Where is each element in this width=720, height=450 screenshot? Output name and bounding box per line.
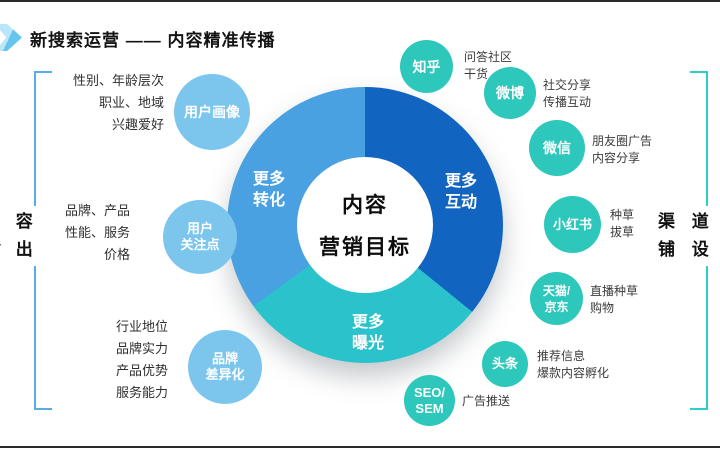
tmall-jd-description: 直播种草 购物 [590, 283, 638, 317]
bottom-border-line [0, 446, 720, 448]
description-line: 拔草 [610, 225, 635, 239]
donut-segment-more-conversion: 更多 转化 [253, 169, 285, 211]
description-line: 社交分享 [543, 78, 592, 92]
attribute-line: 价格 [103, 247, 130, 262]
circle-label: 微信 [543, 140, 571, 156]
right-bracket-top [690, 71, 708, 73]
circle-label: 头条 [491, 356, 518, 371]
circle-label: 用户画像 [184, 104, 240, 120]
right-bracket-label-line2: 铺 设 [658, 240, 715, 259]
description-line: 种草 [610, 208, 635, 222]
attribute-line: 产品优势 [115, 363, 168, 378]
description-line: 推荐信息 [537, 349, 586, 363]
attribute-line: 性别、年龄层次 [72, 73, 164, 88]
segment-label-line: 互动 [444, 194, 478, 211]
right-bracket-vertical-upper [706, 71, 708, 206]
circle-brand-differentiation: 品牌 差异化 [188, 330, 262, 404]
donut-segment-more-interaction: 更多 互动 [445, 171, 477, 213]
description-line: 内容分享 [592, 151, 641, 165]
donut-center-title-line2: 营销目标 [319, 236, 411, 259]
segment-label-line: 曝光 [351, 335, 385, 352]
description-line: 直播种草 [590, 284, 639, 298]
left-bracket-top [34, 71, 52, 73]
right-bracket-bottom [690, 408, 708, 410]
donut-center-title-line1: 内容 [342, 194, 388, 217]
user-concern-attributes: 品牌、产品 性能、服务 价格 [65, 200, 130, 266]
circle-user-concerns: 用户 关注点 [163, 200, 237, 274]
circle-seo-sem: SEO/ SEM [404, 375, 455, 426]
circle-label: 用户 [186, 221, 213, 236]
circle-weibo: 微博 [484, 67, 536, 119]
left-bracket-vertical-upper [34, 71, 36, 206]
left-bracket-label: 内 容 输 出 [0, 208, 38, 264]
segment-label-line: 更多 [444, 173, 478, 190]
attribute-line: 服务能力 [115, 385, 168, 400]
circle-label: 知乎 [412, 58, 441, 75]
circle-user-profile: 用户画像 [174, 74, 250, 150]
description-line: 朋友圈广告 [592, 134, 653, 148]
left-bracket-label-line2: 输 出 [0, 240, 38, 259]
left-bracket-vertical-lower [34, 266, 36, 410]
attribute-line: 品牌、产品 [64, 203, 130, 218]
wechat-description: 朋友圈广告 内容分享 [592, 133, 652, 167]
toutiao-description: 推荐信息 爆款内容孵化 [537, 348, 609, 382]
segment-label-line: 更多 [252, 171, 286, 188]
right-bracket-label-line1: 渠 道 [658, 212, 715, 231]
circle-label: 差异化 [205, 367, 245, 382]
user-profile-attributes: 性别、年龄层次 职业、地域 兴趣爱好 [73, 70, 164, 136]
circle-xiaohongshu: 小红书 [544, 196, 601, 253]
description-line: 传播互动 [543, 95, 592, 109]
circle-label: SEM [415, 400, 444, 416]
description-line: 广告推送 [462, 394, 511, 408]
circle-tmall-jd: 天猫/ 京东 [530, 272, 583, 325]
left-bracket-bottom [34, 408, 52, 410]
circle-label: 关注点 [180, 237, 220, 252]
attribute-line: 行业地位 [115, 319, 168, 334]
segment-label-line: 更多 [351, 314, 385, 331]
circle-toutiao: 头条 [482, 341, 528, 387]
left-bracket-label-line1: 内 容 [0, 212, 38, 231]
attribute-line: 兴趣爱好 [111, 117, 164, 132]
circle-label: 小红书 [552, 216, 592, 232]
circle-label: 天猫/ [542, 283, 571, 298]
circle-wechat: 微信 [529, 120, 585, 176]
brand-differentiation-attributes: 行业地位 品牌实力 产品优势 服务能力 [116, 316, 168, 404]
description-line: 问答社区 [464, 50, 513, 64]
donut-chart: 更多 转化 更多 互动 更多 曝光 内容 营销目标 [227, 87, 503, 363]
zhihu-description: 问答社区 干货 [464, 49, 512, 83]
right-bracket-label: 渠 道 铺 设 [658, 208, 715, 264]
seo-sem-description: 广告推送 [462, 393, 510, 410]
circle-label: 品牌 [211, 351, 238, 366]
chevron-right-icon [0, 24, 22, 51]
attribute-line: 性能、服务 [64, 225, 130, 240]
segment-label-line: 转化 [252, 192, 286, 209]
circle-label: 京东 [544, 299, 569, 314]
donut-center: 内容 营销目标 [297, 157, 433, 293]
circle-zhihu: 知乎 [400, 40, 453, 93]
donut-segment-more-exposure: 更多 曝光 [352, 312, 384, 354]
description-line: 购物 [590, 301, 615, 315]
description-line: 爆款内容孵化 [537, 366, 610, 380]
page-title: 新搜索运营 —— 内容精准传播 [30, 31, 276, 50]
xiaohongshu-description: 种草 拔草 [610, 207, 634, 241]
attribute-line: 职业、地域 [98, 95, 164, 110]
description-line: 干货 [464, 67, 489, 81]
attribute-line: 品牌实力 [115, 341, 168, 356]
circle-label: SEO/ [413, 384, 446, 400]
weibo-description: 社交分享 传播互动 [543, 77, 591, 111]
circle-label: 微博 [496, 85, 524, 101]
right-bracket-vertical-lower [706, 266, 708, 410]
top-border-line [0, 0, 720, 2]
